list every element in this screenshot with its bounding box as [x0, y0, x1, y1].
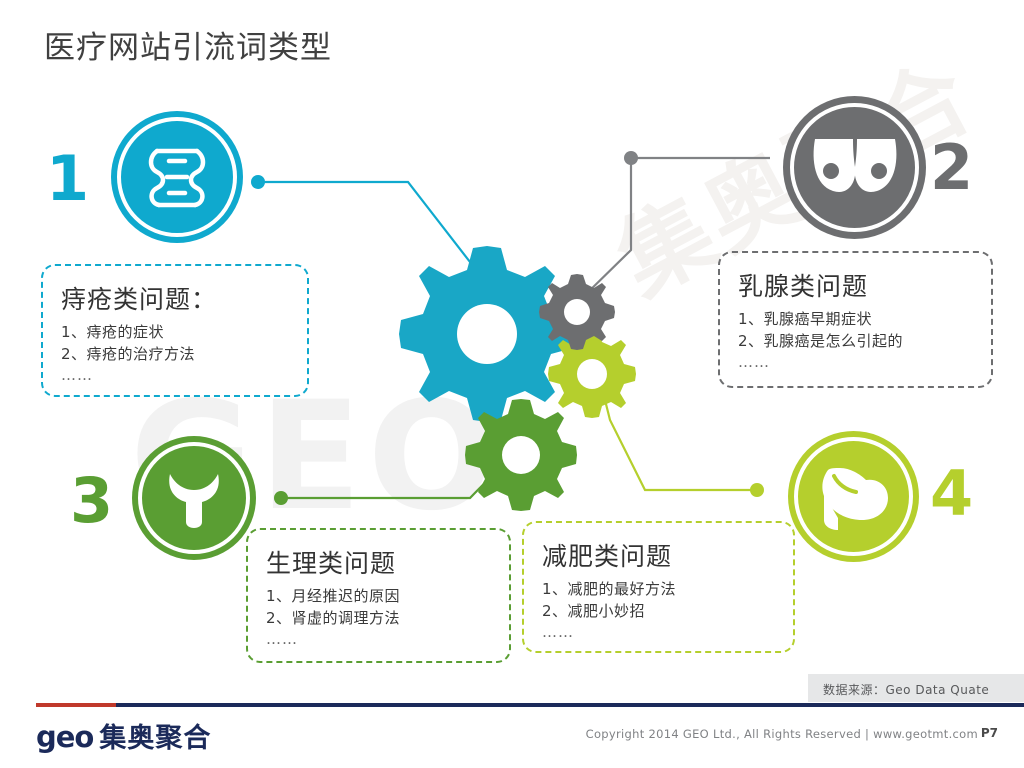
node-box-2-ellipsis: ……	[738, 352, 770, 371]
node-box-4-ellipsis: ……	[542, 622, 574, 641]
geo-logo: geo 集奥聚合	[36, 716, 211, 755]
node-circle-1[interactable]	[111, 111, 243, 243]
node-box-2-item-2: 2、乳腺癌是怎么引起的	[738, 331, 904, 350]
node-box-2-item-1: 1、乳腺癌早期症状	[738, 310, 873, 328]
node-box-1-title: 痔疮类问题：	[61, 285, 218, 314]
gear-small-gray	[539, 274, 615, 350]
node-circle-4-inner	[794, 437, 913, 556]
node-box-1: 痔疮类问题： 1、痔疮的症状 2、痔疮的治疗方法 ……	[41, 264, 309, 397]
node-box-1-item-1: 1、痔疮的症状	[61, 323, 165, 341]
intestine-icon	[148, 148, 206, 208]
node-box-3-item-1: 1、月经推迟的原因	[266, 587, 401, 605]
node-box-3-title: 生理类问题	[266, 549, 397, 578]
gear-large-teal	[399, 246, 575, 422]
footer-rule-navy	[116, 703, 1024, 707]
node-box-4-title: 减肥类问题	[542, 542, 673, 571]
node-circle-3-inner	[138, 442, 250, 554]
gear-medium-green	[465, 399, 577, 511]
node-box-3: 生理类问题 1、月经推迟的原因 2、肾虚的调理方法 ……	[246, 528, 511, 663]
node-box-3-item-2: 2、肾虚的调理方法	[266, 608, 401, 627]
node-circle-2[interactable]	[783, 96, 926, 239]
node-box-4: 减肥类问题 1、减肥的最好方法 2、减肥小妙招 ……	[522, 521, 795, 653]
node-box-2: 乳腺类问题 1、乳腺癌早期症状 2、乳腺癌是怎么引起的 ……	[718, 251, 993, 388]
node-circle-1-inner	[117, 117, 237, 237]
node-box-3-ellipsis: ……	[266, 629, 298, 648]
source-label: 数据来源：Geo Data Quate	[823, 683, 990, 697]
node-box-1-ellipsis: ……	[61, 365, 93, 384]
breast-icon	[813, 138, 896, 192]
node-box-1-item-2: 2、痔疮的治疗方法	[61, 344, 196, 363]
footer-rule-red	[36, 703, 116, 707]
node-number-1: 1	[46, 142, 90, 215]
uterus-icon	[169, 474, 219, 528]
geo-logo-chinese: 集奥聚合	[99, 723, 212, 754]
muscle-arm-icon	[821, 467, 888, 530]
page-title: 医疗网站引流词类型	[44, 30, 332, 66]
node-number-2: 2	[930, 131, 974, 204]
gear-small-lime	[548, 330, 636, 418]
node-circle-4[interactable]	[788, 431, 919, 562]
node-box-4-item-1: 1、减肥的最好方法	[542, 580, 677, 598]
geo-logo-latin: geo	[36, 720, 94, 754]
source-bar	[808, 674, 1024, 702]
copyright-text: Copyright 2014 GEO Ltd., All Rights Rese…	[585, 727, 978, 741]
node-number-4: 4	[930, 457, 974, 530]
page-number: P7	[980, 726, 998, 740]
node-box-4-item-2: 2、减肥小妙招	[542, 601, 646, 620]
node-box-2-title: 乳腺类问题	[738, 272, 869, 301]
node-circle-3[interactable]	[132, 436, 256, 560]
node-circle-2-inner	[790, 103, 919, 232]
node-number-3: 3	[70, 464, 114, 537]
